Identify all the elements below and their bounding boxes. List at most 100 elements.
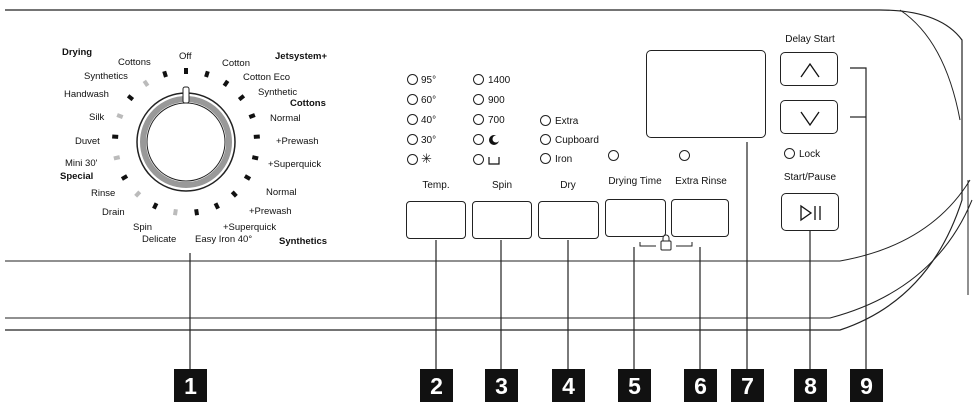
dial-label-cotton: Cotton xyxy=(222,58,250,69)
spin-button-label: Spin xyxy=(491,180,512,191)
dial-label-rinse: Rinse xyxy=(91,188,116,199)
callout-lines xyxy=(189,67,867,370)
dial-tick xyxy=(152,202,159,210)
dial-tick xyxy=(230,190,238,198)
dial-label-easy-iron: Easy Iron 40° xyxy=(195,234,253,245)
temp-40-led xyxy=(407,114,418,125)
temp-60-label: 60° xyxy=(421,95,437,106)
temp-button[interactable] xyxy=(406,201,466,239)
dry-button[interactable] xyxy=(538,201,599,239)
child-lock-bracket xyxy=(639,234,693,251)
dial-tick xyxy=(172,208,178,216)
drying-time-button-label: Drying Time xyxy=(608,176,662,187)
dial-tick xyxy=(126,94,135,102)
spin-1400-label: 1400 xyxy=(488,75,511,86)
dial-tick xyxy=(113,155,121,161)
dial-tick xyxy=(222,79,230,87)
start-pause-label: Start/Pause xyxy=(783,172,837,183)
dial-label-synthetics-prewash: +Prewash xyxy=(249,206,292,217)
extra-rinse-led xyxy=(679,150,690,161)
drying-time-button[interactable] xyxy=(605,199,666,237)
dial-label-drying-synthetics: Synthetics xyxy=(84,71,128,82)
dry-iron-label: Iron xyxy=(555,154,573,165)
play-pause-icon xyxy=(800,204,821,222)
dial-tick xyxy=(134,190,142,198)
extra-rinse-button-label: Extra Rinse xyxy=(675,176,727,187)
dry-button-label: Dry xyxy=(560,180,576,191)
dial-tick xyxy=(142,79,150,87)
callout-6: 6 xyxy=(684,369,717,402)
dial-tick xyxy=(237,94,246,102)
dial-label-handwash: Handwash xyxy=(64,89,109,100)
chevron-down-icon xyxy=(800,111,820,127)
callout-2: 2 xyxy=(420,369,453,402)
dial-label-delicate: Delicate xyxy=(142,234,177,245)
program-dial[interactable] xyxy=(136,86,236,192)
dial-label-synthetic: Synthetic xyxy=(258,87,298,98)
dial-tick xyxy=(243,174,252,181)
temp-30-label: 30° xyxy=(421,135,437,146)
night-cycle-icon xyxy=(489,135,500,145)
dial-position-ticks xyxy=(112,68,260,216)
group-label-special: Special xyxy=(60,171,94,182)
temp-30-led xyxy=(407,134,418,145)
temp-button-label: Temp. xyxy=(422,180,450,191)
dial-tick xyxy=(204,70,210,78)
dial-label-off: Off xyxy=(179,51,192,62)
spin-1400-led xyxy=(473,74,484,85)
group-label-cottons: Cottons xyxy=(290,98,326,109)
extra-rinse-button[interactable] xyxy=(671,199,729,237)
drying-time-led xyxy=(608,150,619,161)
dial-label-silk: Silk xyxy=(89,112,105,123)
dial-tick xyxy=(248,113,256,120)
dial-label-spin: Spin xyxy=(133,222,153,233)
dial-tick xyxy=(251,155,259,161)
callout-4: 4 xyxy=(552,369,585,402)
dry-extra-label: Extra xyxy=(555,116,579,127)
temp-40-label: 40° xyxy=(421,115,437,126)
callout-5: 5 xyxy=(618,369,651,402)
dial-tick xyxy=(116,113,124,120)
dial-tick xyxy=(213,202,220,210)
delay-up-button[interactable] xyxy=(780,52,838,86)
dial-label-synthetics-normal: Normal xyxy=(266,187,297,198)
dial-tick xyxy=(120,174,129,181)
spin-rinse-hold-led xyxy=(473,154,484,165)
dial-label-cottons-normal: Normal xyxy=(270,113,301,124)
callout-3: 3 xyxy=(485,369,518,402)
delay-start-label: Delay Start xyxy=(785,34,835,45)
dial-label-cotton-eco: Cotton Eco xyxy=(243,72,290,83)
dial-label-mini-30: Mini 30' xyxy=(65,158,98,169)
group-label-drying: Drying xyxy=(62,47,93,58)
lock-label: Lock xyxy=(799,149,821,160)
dial-label-duvet: Duvet xyxy=(75,136,100,147)
callout-8: 8 xyxy=(794,369,827,402)
dry-cupboard-led xyxy=(540,134,551,145)
dial-label-cottons-superquick: +Superquick xyxy=(268,159,322,170)
dial-tick xyxy=(162,70,168,78)
dry-iron-led xyxy=(540,153,551,164)
spin-700-label: 700 xyxy=(488,115,505,126)
dry-extra-led xyxy=(540,115,551,126)
start-pause-button[interactable] xyxy=(781,193,839,231)
spin-900-led xyxy=(473,94,484,105)
dial-label-drying-cottons: Cottons xyxy=(118,57,151,68)
temp-95-label: 95° xyxy=(421,75,437,86)
dry-cupboard-label: Cupboard xyxy=(555,135,599,146)
callout-1: 1 xyxy=(174,369,207,402)
spin-900-label: 900 xyxy=(488,95,505,106)
cold-icon: ✳ xyxy=(421,151,432,166)
group-label-synthetics: Synthetics xyxy=(279,236,328,247)
lock-led xyxy=(784,148,795,159)
chevron-up-icon xyxy=(800,62,820,78)
dial-label-drain: Drain xyxy=(102,207,125,218)
spin-night-led xyxy=(473,134,484,145)
rinse-hold-icon xyxy=(488,157,500,165)
temp-95-led xyxy=(407,74,418,85)
temp-cold-led xyxy=(407,154,418,165)
spin-button[interactable] xyxy=(472,201,532,239)
delay-down-button[interactable] xyxy=(780,100,838,134)
dial-tick xyxy=(194,208,200,216)
callout-7: 7 xyxy=(731,369,764,402)
